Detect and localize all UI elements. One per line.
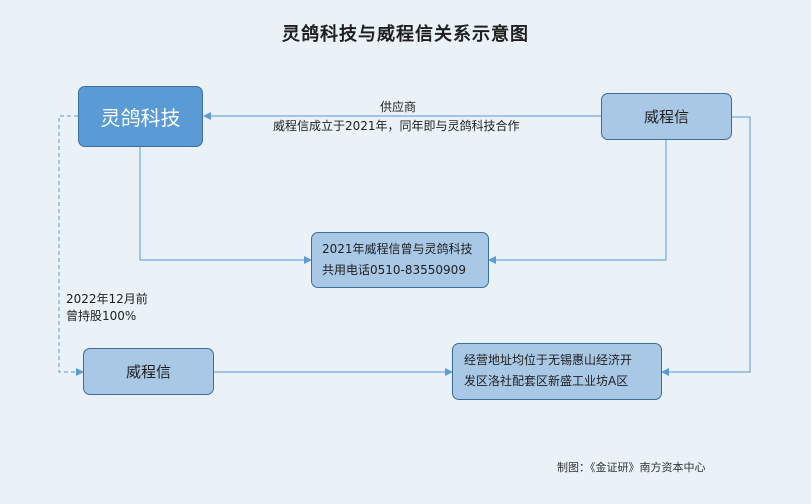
edge-label-shareholding-line-1: 2022年12月前: [66, 292, 148, 306]
edge-label-shareholding-line-2: 曾持股100%: [66, 309, 137, 323]
diagram-title: 灵鸽科技与威程信关系示意图: [282, 24, 529, 45]
node-weicheng-bottom: 威程信: [83, 348, 214, 395]
node-weicheng-bottom-label: 威程信: [125, 363, 171, 381]
node-linge-label: 灵鸽科技: [100, 106, 181, 130]
source-credit: 制图：《金证研》南方资本中心: [557, 461, 706, 474]
weicheng-to-address-arrow: [661, 116, 751, 376]
edge-label-founded: 威程信成立于2021年，同年即与灵鸽科技合作: [273, 119, 520, 133]
edge-label-supplier: 供应商: [380, 100, 417, 114]
shareholding-dashed-arrow: [58, 115, 84, 376]
node-linge: 灵鸽科技: [78, 86, 203, 147]
node-address-line-1: 经营地址均位于无锡惠山经济开: [464, 353, 633, 367]
node-weicheng-top-label: 威程信: [643, 108, 689, 126]
edge-label-shareholding: 2022年12月前 曾持股100%: [66, 291, 148, 325]
linge-to-phone-arrow: [139, 147, 312, 264]
node-phone-line-2: 共用电话0510-83550909: [322, 263, 466, 277]
weicheng-to-phone-arrow: [488, 140, 667, 264]
node-phone-line-1: 2021年威程信曾与灵鸽科技: [322, 242, 473, 256]
node-weicheng-top: 威程信: [601, 93, 732, 140]
node-address: 经营地址均位于无锡惠山经济开 发区洛社配套区新盛工业坊A区: [452, 343, 662, 400]
node-phone: 2021年威程信曾与灵鸽科技 共用电话0510-83550909: [311, 232, 489, 288]
node-address-line-2: 发区洛社配套区新盛工业坊A区: [464, 374, 629, 388]
